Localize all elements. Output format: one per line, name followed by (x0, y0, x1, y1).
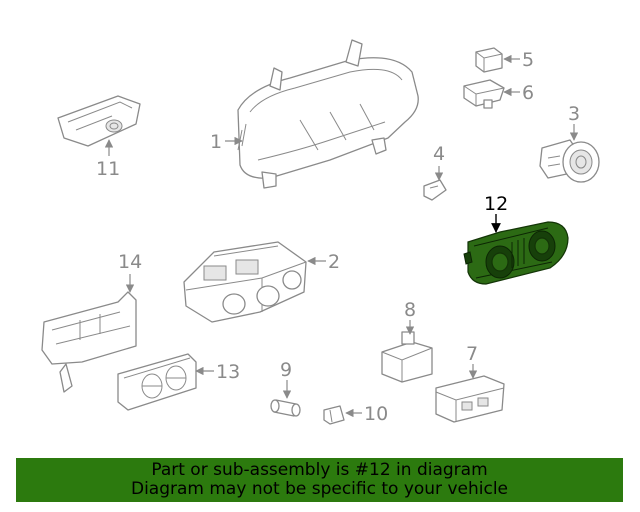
diagram-notice-banner: Part or sub-assembly is #12 in diagram D… (16, 458, 623, 502)
part-12-climate-control-highlighted[interactable] (463, 221, 569, 285)
callout-13: 13 (195, 361, 240, 383)
callout-1: 1 (210, 131, 243, 153)
callout-label-13: 13 (216, 361, 240, 383)
callout-label-3: 3 (568, 103, 580, 125)
callout-label-6: 6 (522, 82, 534, 104)
banner-line-2: Diagram may not be specific to your vehi… (130, 479, 508, 499)
callout-label-12: 12 (484, 193, 508, 215)
callout-7: 7 (466, 343, 478, 379)
callout-label-14: 14 (118, 251, 142, 273)
callout-label-2: 2 (328, 251, 340, 273)
callout-label-1: 1 (210, 131, 222, 153)
part-14-bracket[interactable] (41, 291, 137, 393)
part-11-module[interactable] (57, 95, 141, 147)
callout-3: 3 (568, 103, 580, 141)
callout-label-5: 5 (522, 49, 534, 71)
part-7-module[interactable] (435, 375, 505, 423)
callout-12: 12 (484, 193, 508, 233)
callout-2: 2 (307, 251, 340, 273)
callout-14: 14 (118, 251, 142, 293)
callout-6: 6 (503, 82, 534, 104)
callout-label-11: 11 (96, 158, 120, 180)
callout-8: 8 (404, 299, 416, 335)
callout-9: 9 (280, 359, 292, 399)
callout-label-4: 4 (433, 143, 445, 165)
callout-5: 5 (503, 49, 534, 71)
callout-label-8: 8 (404, 299, 416, 321)
part-9-plug[interactable] (270, 399, 301, 417)
callout-label-10: 10 (364, 403, 388, 425)
part-8-connector[interactable] (381, 331, 433, 383)
callout-label-7: 7 (466, 343, 478, 365)
callout-11: 11 (96, 139, 120, 180)
part-13-control-unit[interactable] (117, 353, 197, 411)
parts-diagram: 1 11 5 6 3 (41, 39, 600, 425)
part-5-switch[interactable] (475, 47, 503, 73)
callout-10: 10 (345, 403, 388, 425)
callout-label-9: 9 (280, 359, 292, 381)
callout-4: 4 (433, 143, 445, 181)
part-4-sensor[interactable] (423, 179, 447, 201)
part-1-instrument-cluster[interactable] (237, 39, 419, 189)
part-3-ignition-switch[interactable] (539, 139, 600, 183)
part-6-switch[interactable] (463, 79, 505, 109)
part-2-control-panel[interactable] (183, 241, 307, 323)
banner-line-1: Part or sub-assembly is #12 in diagram (151, 460, 488, 480)
part-10-button[interactable] (323, 405, 345, 425)
